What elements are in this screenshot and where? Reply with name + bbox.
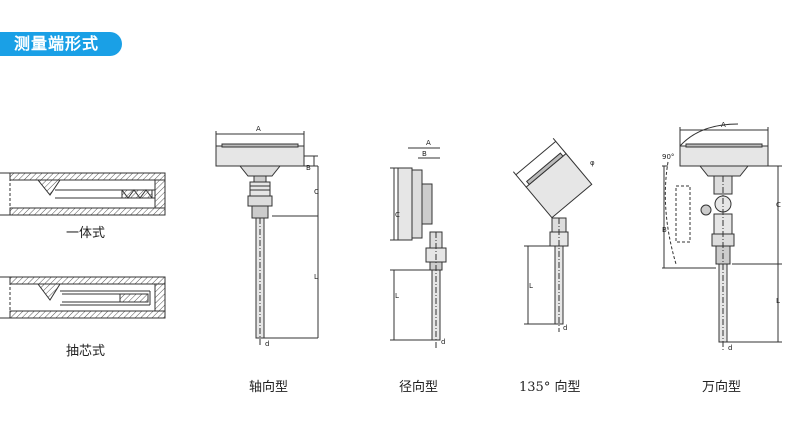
core-section-drawing [0,276,166,319]
sensor-coil-integral [121,189,153,199]
label-phi-135: φ [590,159,595,167]
axial-type-drawing [215,131,319,345]
label-d-universal: d [728,344,732,352]
section-header-badge: 测量端形式 [0,32,122,56]
label-b-axial: B [306,164,311,172]
caption-universal: 万向型 [702,380,742,395]
label-b-universal: B [662,226,667,234]
dial-case [215,145,305,167]
caption-radial: 径向型 [399,380,439,395]
sensor-coil-core [119,293,149,303]
label-l-radial: L [395,292,399,300]
label-a-universal: A [721,121,726,129]
label-d-radial: d [441,338,445,346]
dial-face [397,167,413,241]
radial-type-drawing [390,147,447,348]
universal-type-drawing [662,123,782,350]
label-c-radial: C [395,211,400,219]
caption-core: 抽芯式 [66,344,106,359]
label-a-axial: A [256,125,261,133]
label-d-axial: d [265,340,269,348]
label-l-135: L [529,282,533,290]
caption-integral: 一体式 [66,226,106,241]
label-b-radial: B [422,150,427,158]
caption-135: 135° 向型 [519,380,581,395]
deg135-type-drawing [512,137,593,332]
label-d-135: d [563,324,567,332]
label-l-axial: L [314,273,318,281]
dial-case [679,145,769,167]
label-c-universal: C [776,201,781,209]
label-a-radial: A [426,139,431,147]
dial-case-tilted [525,152,593,219]
section-title: 测量端形式 [14,34,100,53]
label-l-universal: L [776,297,780,305]
label-90-universal: 90° [662,153,674,161]
label-c-axial: C [314,188,319,196]
integral-section-drawing [0,172,166,216]
caption-axial: 轴向型 [249,380,289,395]
